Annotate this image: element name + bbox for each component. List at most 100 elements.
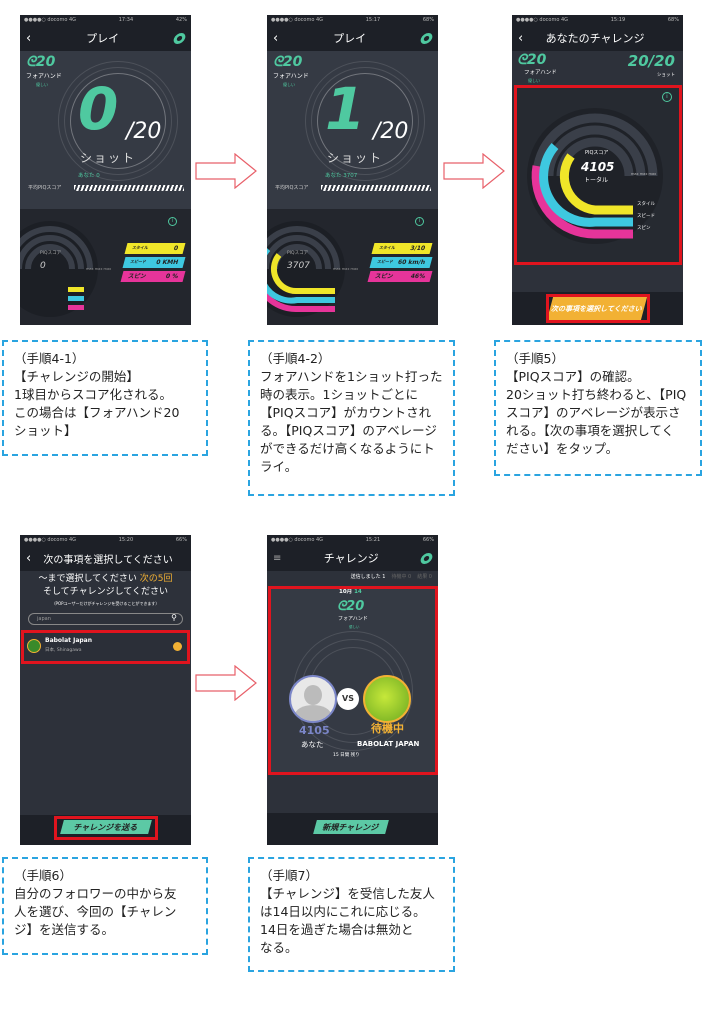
tab-waiting[interactable]: 待機中 0 (391, 574, 412, 580)
search-input[interactable]: japan⚲ (28, 613, 183, 625)
highlight-frame (21, 630, 190, 664)
back-button[interactable]: ‹ (26, 30, 32, 46)
carrier: ●●●●○ docomo 4G (24, 537, 77, 543)
arrow-right-icon (195, 153, 257, 189)
instruction-note: （POPユーザーだけがチャレンジを受けることができます） (51, 601, 160, 606)
forehand-20-icon: ᘓ20 (273, 54, 303, 70)
arrow-right-icon (443, 153, 505, 189)
tab-sent[interactable]: 送信しました 1 (350, 574, 386, 580)
piq-ring-chart (20, 221, 98, 317)
highlight-frame (546, 294, 650, 323)
phone-screen-play-start: ●●●●○ docomo 4G 17:34 42% ‹ プレイ ᘓ20 フォアハンド … (20, 15, 191, 325)
battery: 42% (175, 17, 187, 23)
caption-step-4-2: （手順4-2） フォアハンドを1ショット打った 時の表示。1ショットごとに 【P… (248, 340, 455, 496)
challenge-date: 10月 14 (339, 589, 362, 595)
babolat-logo-icon[interactable] (171, 32, 188, 44)
search-icon[interactable]: ⚲ (171, 613, 177, 622)
screen-title: 次の事項を選択してください (43, 554, 173, 566)
back-button[interactable]: ‹ (518, 30, 524, 46)
friend-list-item[interactable]: Babolat Japan 日本, Shinagawa (23, 632, 188, 662)
avg-piq-label: 平均PIQスコア (28, 185, 62, 191)
badge-label: フォアハンド (273, 73, 309, 80)
avatar (27, 639, 41, 653)
highlight-frame (514, 85, 682, 265)
shot-score: 20/20 (627, 52, 675, 70)
carrier: ●●●●○ docomo 4G (24, 17, 77, 23)
screen-title: あなたのチャレンジ (545, 32, 645, 45)
battery: 66% (422, 537, 434, 543)
challenge-card[interactable]: 10月 14 ᘓ20 フォアハンド 優しい VS 4105 あなた 待機中 BA… (269, 587, 437, 773)
battery: 68% (667, 17, 679, 23)
piq-total-ring-chart (527, 108, 663, 244)
piq-label: PIQスコア (585, 150, 609, 156)
piq-value: 0 (40, 261, 46, 271)
nav-bar: ≡チャレンジ (267, 545, 438, 571)
speed-label: スピード (637, 214, 655, 219)
days-remaining: 15 日間 残り (333, 753, 360, 758)
time: 17:34 (118, 17, 134, 23)
nav-bar: ‹ あなたのチャレンジ (512, 25, 683, 51)
badge-sub: 優しい (349, 625, 360, 629)
shot-unit: ショット (657, 73, 675, 78)
selected-radio[interactable] (173, 642, 182, 651)
highlight-frame (54, 816, 158, 840)
opponent-status: 待機中 (371, 722, 404, 735)
babolat-logo-icon[interactable] (418, 552, 435, 564)
info-icon[interactable]: i (168, 217, 177, 226)
time: 15:19 (610, 17, 626, 23)
shot-total: /20 (373, 119, 409, 144)
shot-unit: ショット (327, 151, 384, 165)
caption-step-5: （手順5） 【PIQスコア】の確認。 20ショット打ち終わると、【PIQ スコア… (494, 340, 702, 476)
screen-title: プレイ (333, 32, 367, 45)
babolat-logo-icon[interactable] (418, 32, 435, 44)
badge-sub: 優しい (283, 82, 295, 87)
menu-icon[interactable]: ≡ (273, 552, 282, 564)
piq-ring-chart (267, 221, 345, 317)
nav-bar: ‹ プレイ (267, 25, 438, 51)
opponent-name: BABOLAT JAPAN (357, 740, 420, 748)
max-labels: max max max (333, 267, 359, 271)
info-icon[interactable]: i (662, 92, 672, 102)
tab-results[interactable]: 結果 0 (417, 574, 432, 580)
shot-panel: ᘓ20 フォアハンド 優しい 0 /20 ショット あなた 0 平均PIQスコア (20, 51, 191, 209)
instructions: 〜まで選択してください 次の5回 そしてチャレンジしてください （POPユーザー… (20, 573, 191, 608)
avg-piq-bar (321, 185, 431, 191)
challenge-tabs: 送信しました 1 待機中 0 結果 0 (351, 574, 432, 580)
badge-sub: 優しい (36, 82, 48, 87)
shot-panel: ᘓ20 フォアハンド 優しい 1 /20 ショット あなた 3707 平均PIQ… (267, 51, 438, 209)
time: 15:17 (365, 17, 381, 23)
shot-count: 1 (325, 75, 366, 143)
caption-step-7: （手順7） 【チャレンジ】を受信した友人 は14日以内にこれに応じる。 14日を… (248, 857, 455, 972)
piq-value: 3707 (287, 261, 310, 271)
piq-label: PIQスコア (287, 251, 309, 256)
vs-badge: VS (337, 688, 359, 710)
my-score: 4105 (299, 724, 330, 737)
new-challenge-button[interactable]: 新規チャレンジ (313, 820, 389, 834)
arrow-right-icon (195, 665, 257, 701)
screen-title: プレイ (86, 32, 120, 45)
back-button[interactable]: ‹ (273, 30, 279, 46)
back-button[interactable]: ‹ (26, 550, 32, 566)
avg-piq-bar (74, 185, 184, 191)
instruction-line-1: 〜まで選択してください (38, 574, 137, 584)
piq-summary-panel: i PIQスコア 4105 トータル max max max スタイル スピード… (515, 86, 680, 263)
info-icon[interactable]: i (415, 217, 424, 226)
shot-unit: ショット (80, 151, 137, 165)
piq-total: 4105 (581, 160, 615, 174)
battery: 68% (422, 17, 434, 23)
caption-step-4-1: （手順4-1） 【チャレンジの開始】 1球目からスコア化される。 この場合は【フ… (2, 340, 208, 456)
friend-location: 日本, Shinagawa (45, 648, 82, 653)
